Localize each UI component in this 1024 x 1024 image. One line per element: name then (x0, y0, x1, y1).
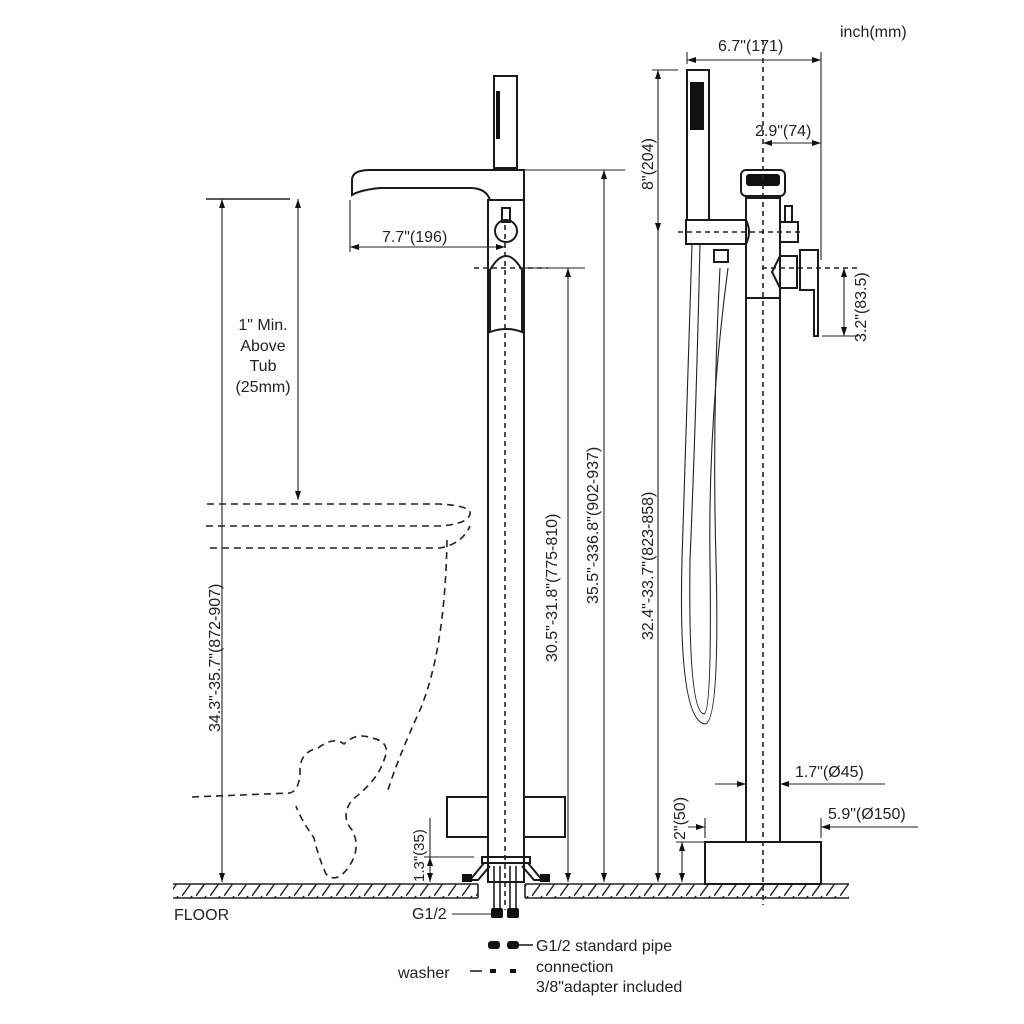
pipe-diameter-label: 1.7"(Ø45) (795, 764, 864, 781)
pipe-connector-icon (507, 941, 519, 949)
base-diameter-dimension (688, 818, 918, 838)
spout-reach-dimension (349, 200, 505, 252)
legend-washer-label: washer (397, 965, 450, 982)
g12-connector-left (491, 908, 503, 918)
tub-rim-height-label: 34.3"-35.7"(872-907) (207, 584, 224, 732)
floor-hatch-right (525, 884, 849, 898)
spout-reach-label: 7.7"(196) (382, 229, 447, 246)
spout (351, 169, 525, 201)
overall-depth-label: 6.7"(171) (718, 38, 783, 55)
total-height-side-dimension (655, 232, 661, 882)
legend-connection-label: connection (536, 959, 613, 976)
faucet-column (487, 199, 525, 883)
spout-height-label: 30.5"-31.8"(775-810) (544, 514, 561, 662)
mixer-handle (489, 255, 523, 334)
overall-depth-dimension (686, 52, 822, 260)
legend-pipe-label: G1/2 standard pipe (536, 938, 672, 955)
handshower-height-label: 8"(204) (640, 138, 657, 190)
above-tub-line-1: 1" Min. (238, 317, 287, 334)
side-view-faucet (678, 40, 860, 905)
flange-left (446, 796, 489, 838)
front-height-dimensions (524, 169, 625, 882)
base-diameter-label: 5.9"(Ø150) (828, 806, 906, 823)
floor-hatch-left (173, 884, 478, 898)
flange-height-label: 1.3"(35) (411, 829, 428, 882)
handle-offset-label: 2.9"(74) (755, 123, 811, 140)
connection-legend (470, 941, 533, 973)
above-tub-line-4: (25mm) (235, 379, 290, 396)
bathtub-outline (191, 503, 471, 879)
legend-adapter-label: 3/8"adapter included (536, 979, 682, 996)
handle-length-dimension (822, 268, 858, 337)
flange-height-dimension (424, 818, 474, 882)
diverter-knob (494, 219, 518, 243)
units-label: inch(mm) (840, 24, 907, 41)
base-height-label: 2"(50) (672, 797, 689, 840)
front-view-faucet (351, 75, 566, 918)
floor (173, 883, 849, 899)
total-height-side-label: 32.4"-33.7"(823-858) (640, 492, 657, 640)
g12-label: G1/2 (412, 906, 447, 923)
washer-icon (490, 969, 496, 973)
above-tub-line-3: Tub (250, 358, 277, 375)
handshower-height-dimension (652, 69, 678, 232)
handle-length-label: 3.2"(83.5) (853, 272, 870, 342)
handshower-front (493, 75, 518, 169)
washer-icon (510, 969, 516, 973)
above-tub-line-2: Above (240, 338, 285, 355)
g12-connector-right (507, 908, 519, 918)
total-height-front-label: 35.5"-336.8"(902-937) (585, 447, 602, 604)
base-height-dimension (676, 841, 705, 882)
side-base (704, 841, 822, 885)
floor-label: FLOOR (174, 907, 229, 924)
handle-offset-dimension (763, 140, 821, 146)
flange-right (523, 796, 566, 838)
side-lever (799, 249, 819, 337)
pipe-diameter-dimension (715, 781, 885, 787)
pipe-connector-icon (488, 941, 500, 949)
tub-rim-dimension (206, 198, 301, 882)
